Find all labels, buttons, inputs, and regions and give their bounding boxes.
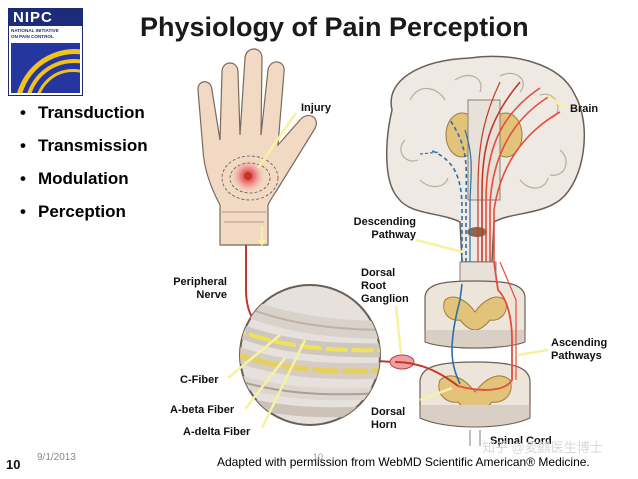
hand <box>197 48 317 246</box>
abeta-fiber-label: A-beta Fiber <box>170 404 235 416</box>
peripheral-label-line2: Nerve <box>196 289 227 301</box>
logo-band <box>9 9 82 26</box>
drg-label-line1: Dorsal <box>361 267 396 279</box>
bullet-text: Transmission <box>38 136 148 155</box>
afferent-entry <box>394 361 459 387</box>
peripheral-label-line1: Peripheral <box>173 276 227 288</box>
ascending-label-line2: Pathways <box>551 350 602 362</box>
brain-label: Brain <box>570 103 599 115</box>
dorsal-horn-label-line2: Horn <box>371 419 397 431</box>
brain-pointer <box>547 94 567 111</box>
watermark-text: 知乎 @麦麒医生博士 <box>482 440 603 455</box>
logo-emblem <box>11 43 80 93</box>
logo-line-1: NATIONAL INITIATIVE <box>11 28 59 33</box>
dorsal-horn-pointer <box>419 386 453 402</box>
injury-label: Injury <box>301 102 331 114</box>
slide-number: 10 <box>6 457 21 472</box>
descending-label-line2: Pathway <box>371 229 416 241</box>
footer-page-marker: 10 <box>313 452 324 462</box>
bullet-text: Perception <box>38 202 126 221</box>
credit-line: Adapted with permission from WebMD Scien… <box>217 455 590 469</box>
bullet-item: •Transmission <box>20 136 148 155</box>
abeta-fiber-pointer <box>244 357 286 410</box>
ascending-pointer <box>517 348 549 357</box>
bullet-item: •Perception <box>20 202 126 221</box>
slide-title: Physiology of Pain Perception <box>140 12 529 42</box>
bullet-item: •Transduction <box>20 103 145 122</box>
c-fiber-label: C-Fiber <box>180 374 219 386</box>
bullet-text: Transduction <box>38 103 145 122</box>
bullet-text: Modulation <box>38 169 129 188</box>
injury-pointer <box>256 112 298 169</box>
bullet-list: •Transduction •Transmission •Modulation … <box>20 102 148 234</box>
drg-label-line3: Ganglion <box>361 293 409 305</box>
descending-pointer <box>415 238 464 254</box>
spinal-cord-label: Spinal Cord <box>490 435 552 447</box>
adelta-fiber-pointer <box>260 339 307 429</box>
nipc-logo: NIPC NATIONAL INITIATIVE ON PAIN CONTROL <box>8 8 83 96</box>
logo-line-2: ON PAIN CONTROL <box>11 34 54 39</box>
drg-pointer <box>394 305 403 354</box>
bullet-item: •Modulation <box>20 169 129 188</box>
footer-date: 9/1/2013 <box>37 452 76 463</box>
ascending-pathway-brain <box>477 81 561 262</box>
ascending-pathway-cord <box>457 261 513 391</box>
spinal-cord-lower <box>419 361 531 446</box>
drg-label-line2: Root <box>361 280 387 292</box>
logo-name: NIPC <box>13 9 53 26</box>
brain <box>386 55 585 263</box>
descending-label-line1: Descending <box>353 216 416 228</box>
descending-pathway <box>419 119 472 290</box>
c-fiber-pointer <box>227 334 281 379</box>
adelta-fiber-label: A-delta Fiber <box>183 426 251 438</box>
dorsal-horn-label-line1: Dorsal <box>371 406 406 418</box>
ascending-label-line1: Ascending <box>551 337 608 349</box>
descending-pathway-cord <box>451 283 463 385</box>
